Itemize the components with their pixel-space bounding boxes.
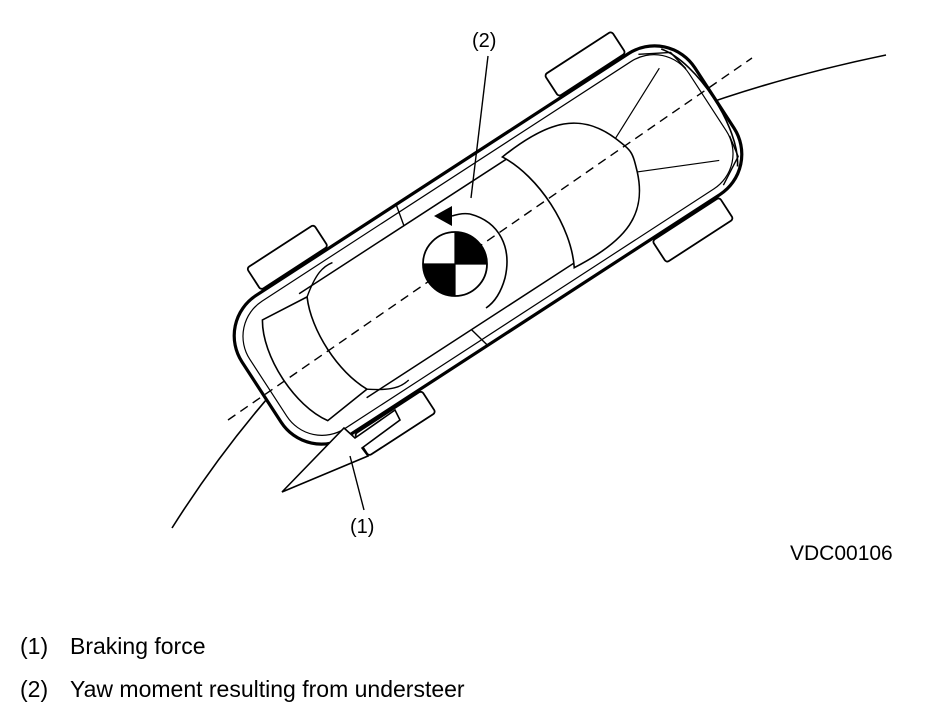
callout-yaw-label: (2) [472,30,496,52]
car-roof-line-bottom [366,252,590,399]
leader-line-2 [470,55,489,199]
car-rear-window-frame [306,261,410,391]
wheel-front-left [544,31,626,97]
leader-line-1 [349,455,365,511]
car-roof-line-top [298,148,522,295]
wheel-front-right [652,197,734,263]
car-pillar-top [395,204,405,226]
legend-item-yaw-moment: (2) Yaw moment resulting from understeer [20,675,465,703]
legend-number: (2) [20,676,49,702]
car-body-inner [242,54,734,436]
legend-text: Yaw moment resulting from understeer [70,676,465,702]
figure-id: VDC00106 [790,542,893,565]
car-hood-line [614,67,720,173]
car-front-grille-top [638,51,687,70]
braking-force-arrow [281,408,402,493]
car-pillar-bottom [470,329,489,346]
legend-text: Braking force [70,633,206,659]
car-rear-window [261,295,369,422]
center-of-gravity-marker [422,231,488,297]
legend-item-braking-force: (1) Braking force [20,632,206,660]
callout-braking-label: (1) [350,516,374,538]
yaw-moment-arrow [469,213,508,309]
wheel-rear-left [246,224,328,290]
car-top-view [232,31,744,456]
car-front-grille-bottom [722,135,739,186]
yaw-moment-arrow-tail [451,212,471,217]
vehicle-axis-dashed [227,57,753,421]
legend-number: (1) [20,633,49,659]
yaw-moment-arrowhead [434,206,452,226]
